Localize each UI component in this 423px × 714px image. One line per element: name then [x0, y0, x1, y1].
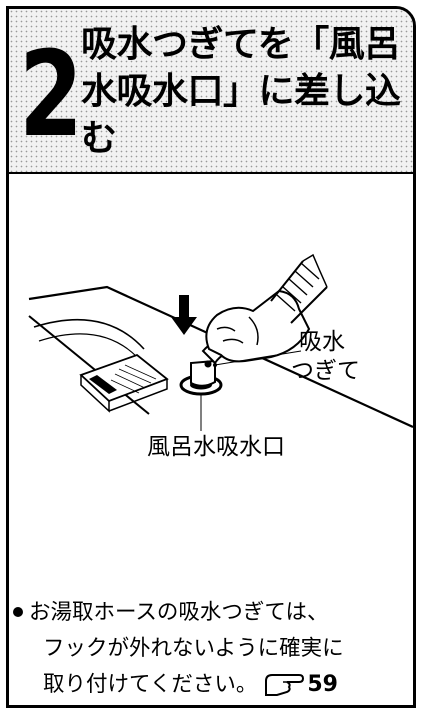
- note-line-2: フックが外れないように確実に: [43, 636, 344, 661]
- insert-arrow: [171, 295, 197, 335]
- washer-top-edge: [28, 285, 413, 429]
- bathtub-inlet-drawing: [28, 253, 413, 431]
- tub-opening: [33, 318, 145, 350]
- part-label-line2: つぎて: [291, 358, 360, 384]
- note-line-3: 取り付けてください。 59: [13, 667, 413, 703]
- step-header: 2 吸水つぎてを「風呂水吸水口」に差し込む: [9, 9, 413, 174]
- instruction-card: 2 吸水つぎてを「風呂水吸水口」に差し込む: [6, 6, 416, 708]
- step-title: 吸水つぎてを「風呂水吸水口」に差し込む: [81, 24, 401, 159]
- bullet-icon: [13, 607, 23, 617]
- hose: [270, 260, 328, 324]
- hand-outline: [205, 289, 311, 363]
- illustration: 吸水 つぎて 風呂水吸水口: [9, 179, 413, 479]
- washer-front-edge: [28, 315, 150, 415]
- inlet-label: 風呂水吸水口: [147, 434, 285, 460]
- pointing-hand-icon: [265, 674, 305, 696]
- note-line-1: お湯取ホースの吸水つぎては、: [13, 595, 413, 631]
- note: お湯取ホースの吸水つぎては、 フックが外れないように確実に 取り付けてください。…: [13, 595, 413, 703]
- part-leader: [214, 350, 302, 366]
- page-reference: 59: [307, 672, 338, 697]
- part-label-line1: 吸水: [299, 329, 345, 355]
- step-number: 2: [19, 25, 83, 163]
- tray-handle: [89, 375, 117, 394]
- tub-opening-inner: [38, 333, 138, 358]
